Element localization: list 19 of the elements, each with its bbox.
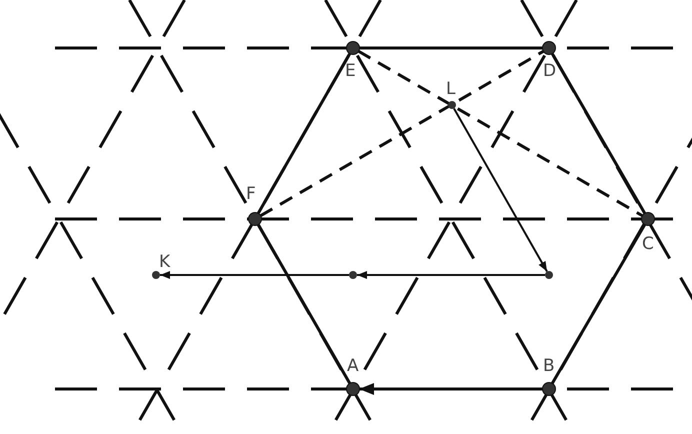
point-label: L	[446, 80, 456, 98]
line-segment	[550, 52, 646, 215]
point-label: C	[642, 235, 654, 253]
line-segment	[256, 223, 352, 385]
point-label: A	[347, 357, 359, 375]
point-label: B	[543, 357, 555, 375]
line-segment	[550, 223, 646, 385]
arrow	[357, 271, 545, 279]
point-label: E	[345, 62, 356, 80]
point-label: K	[159, 253, 170, 271]
point-label: D	[543, 62, 556, 80]
line-segment	[359, 46, 543, 50]
dashed-line	[259, 50, 545, 218]
arrow	[359, 383, 543, 395]
arrow	[160, 271, 349, 279]
line-segment	[256, 52, 352, 215]
arrow	[453, 108, 548, 272]
point-label: F	[246, 185, 256, 203]
dashed-line	[357, 50, 644, 218]
